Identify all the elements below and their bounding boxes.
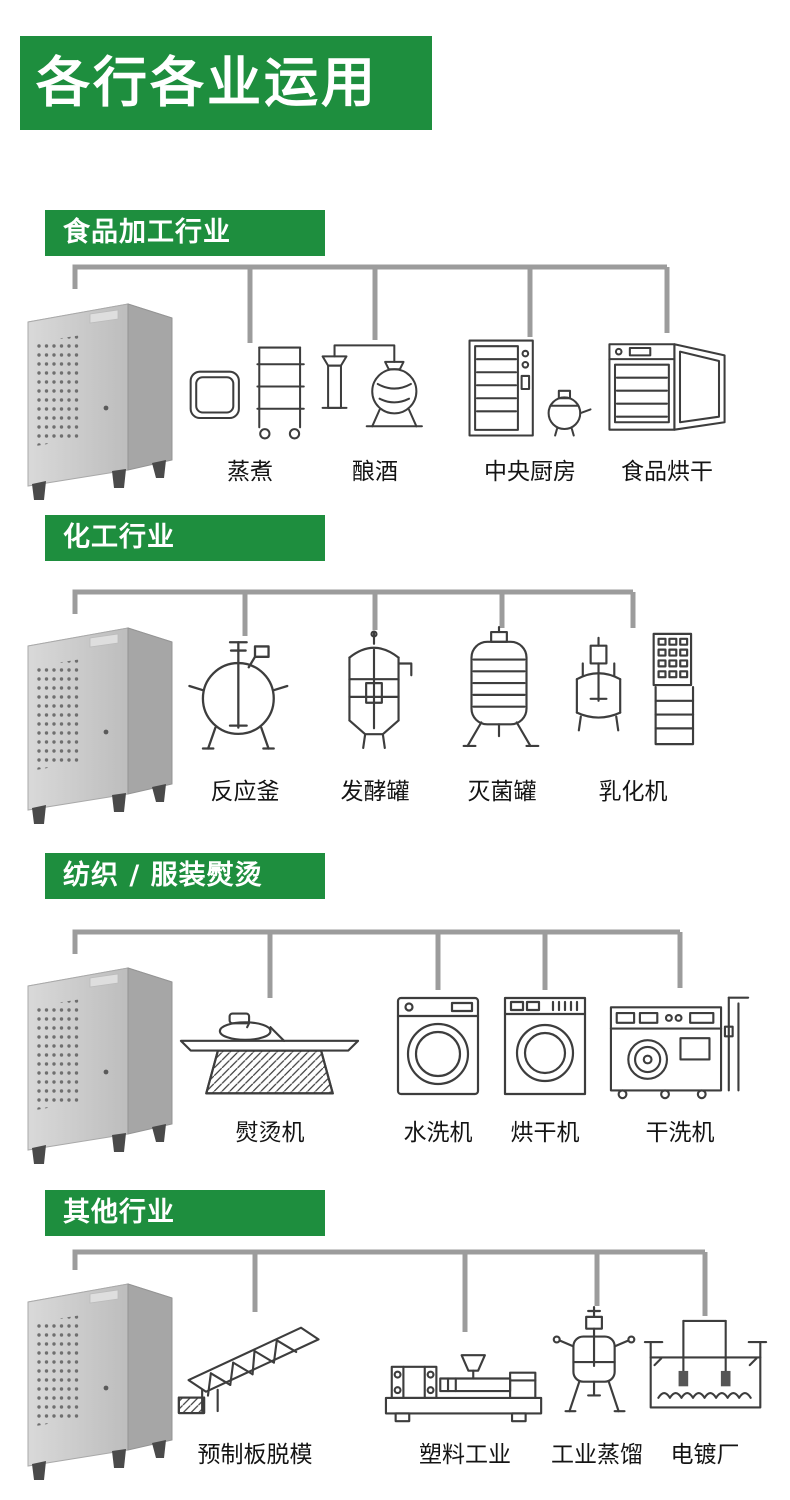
plastic-industry-icon <box>380 1330 550 1427</box>
steam-generator-image <box>6 952 191 1167</box>
electroplating-icon <box>643 1315 768 1423</box>
badge-food-processing: 食品加工行业 <box>45 210 325 256</box>
steamer-icon <box>185 342 315 444</box>
sterilizer-icon <box>444 626 554 750</box>
precast-demold-icon <box>175 1312 335 1421</box>
equipment-label: 乳化机 <box>598 779 668 805</box>
badge-textile: 纺织 / 服装熨烫 <box>45 853 325 899</box>
equipment-label: 反应釜 <box>210 779 280 805</box>
dry-cleaning-machine-icon <box>605 988 755 1102</box>
equipment-label: 中央厨房 <box>484 459 576 485</box>
equipment-label: 熨烫机 <box>235 1120 305 1146</box>
emulsifier-icon <box>563 626 701 752</box>
connector-lines-textile <box>72 929 683 998</box>
badge-other-industries: 其他行业 <box>45 1190 325 1236</box>
washing-machine-icon <box>388 990 488 1102</box>
equipment-label: 工业蒸馏 <box>551 1442 643 1468</box>
page-title: 各行各业运用 <box>20 36 432 130</box>
drying-machine-icon <box>495 990 595 1102</box>
equipment-label: 干洗机 <box>645 1120 715 1146</box>
food-dryer-icon <box>602 333 732 440</box>
steam-generator-image <box>6 288 191 503</box>
steam-generator-image <box>6 1268 191 1483</box>
equipment-label: 发酵罐 <box>340 779 410 805</box>
equipment-label: 食品烘干 <box>621 459 713 485</box>
brewery-icon <box>315 338 435 441</box>
connector-lines-food <box>72 264 670 343</box>
equipment-label: 预制板脱模 <box>197 1442 313 1468</box>
central-kitchen-icon <box>460 335 600 442</box>
equipment-label: 水洗机 <box>403 1120 473 1146</box>
equipment-label: 电镀厂 <box>670 1442 740 1468</box>
reactor-icon <box>180 636 305 761</box>
equipment-label: 烘干机 <box>510 1120 580 1146</box>
equipment-label: 灭菌罐 <box>467 779 537 805</box>
equipment-label: 酿酒 <box>352 459 398 485</box>
fermenter-icon <box>320 630 428 750</box>
distillation-icon <box>542 1305 650 1425</box>
ironing-machine-icon <box>175 998 365 1107</box>
connector-lines-chemical <box>72 589 636 636</box>
badge-chemical: 化工行业 <box>45 515 325 561</box>
equipment-label: 蒸煮 <box>227 459 273 485</box>
connector-lines-other <box>72 1249 708 1332</box>
equipment-label: 塑料工业 <box>419 1442 511 1468</box>
